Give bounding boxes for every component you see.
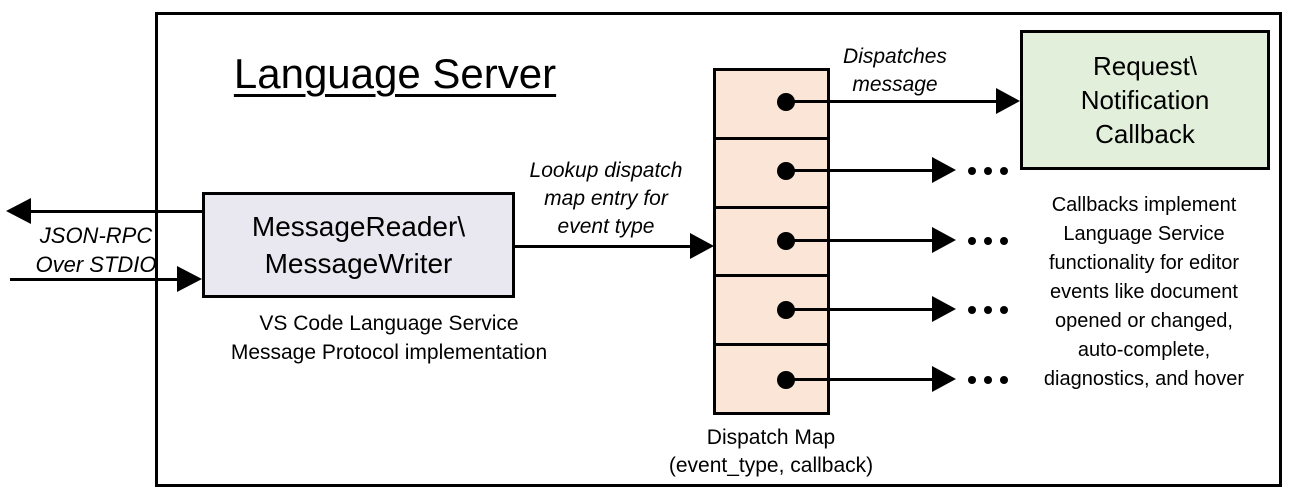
- diagram-title: Language Server: [233, 50, 557, 97]
- arrowhead-right-icon: [996, 88, 1020, 114]
- request-notification-callback-box: Request\ Notification Callback: [1020, 30, 1270, 170]
- lookup-dispatch-label: Lookup dispatch map entry for event type: [516, 157, 696, 241]
- callbacks-note-line3: functionality for editor: [1048, 252, 1240, 274]
- callback-box-line1: Request\: [1092, 51, 1198, 81]
- callbacks-note: Callbacks implement Language Service fun…: [1004, 191, 1284, 394]
- stdio-out-arrow-line: [24, 210, 202, 213]
- stdio-in-arrow-line: [10, 278, 178, 281]
- dispatch-map-caption: Dispatch Map (event_type, callback): [621, 424, 921, 480]
- dispatch-arrow-line: [786, 239, 934, 242]
- dispatch-map-cell: [716, 136, 827, 206]
- callbacks-note-line7: diagnostics, and hover: [1043, 368, 1245, 390]
- ellipsis-icon: [968, 376, 1008, 384]
- reader-box-line2: MessageWriter: [264, 248, 453, 279]
- stdio-label-line1: JSON-RPC: [39, 223, 153, 248]
- ellipsis-icon: [968, 237, 1008, 245]
- lookup-label-line3: event type: [557, 215, 655, 238]
- arrowhead-right-icon: [932, 366, 956, 392]
- dispatches-message-label: Dispatches message: [820, 43, 970, 99]
- arrowhead-right-icon: [932, 227, 956, 253]
- arrowhead-right-icon: [932, 157, 956, 183]
- callbacks-note-line1: Callbacks implement: [1051, 194, 1237, 216]
- dispatch-arrow-line: [786, 100, 998, 103]
- dispatch-arrow-line: [786, 378, 934, 381]
- callbacks-note-line2: Language Service: [1063, 223, 1225, 245]
- dispatch-map-cell: [716, 71, 827, 137]
- callback-box-line3: Callback: [1095, 119, 1195, 149]
- dispatch-arrow-line: [786, 169, 934, 172]
- dispatches-label-line1: Dispatches: [843, 45, 947, 68]
- dispatch-map-cell: [716, 343, 827, 412]
- arrowhead-right-icon: [690, 233, 714, 259]
- dispatch-arrow-line: [786, 308, 934, 311]
- dispatches-label-line2: message: [852, 73, 938, 96]
- callback-box-line2: Notification: [1080, 85, 1210, 115]
- stdio-label: JSON-RPC Over STDIO: [25, 221, 167, 279]
- callbacks-note-line6: auto-complete,: [1077, 339, 1211, 361]
- callbacks-note-line4: events like document: [1050, 281, 1238, 303]
- dispatch-map-cell: [716, 205, 827, 275]
- reader-box-caption: VS Code Language Service Message Protoco…: [198, 309, 580, 367]
- map-caption-line1: Dispatch Map: [706, 426, 836, 449]
- map-caption-line2: (event_type, callback): [668, 454, 874, 477]
- language-server-frame: [155, 12, 1282, 487]
- lookup-arrow-line: [515, 245, 692, 248]
- reader-caption-line1: VS Code Language Service: [259, 312, 519, 335]
- reader-box-line1: MessageReader\: [251, 211, 466, 242]
- lookup-label-line2: map entry for: [544, 187, 668, 210]
- message-reader-writer-box: MessageReader\ MessageWriter: [202, 192, 515, 298]
- callbacks-note-line5: opened or changed,: [1055, 310, 1233, 332]
- reader-caption-line2: Message Protocol implementation: [230, 341, 548, 364]
- ellipsis-icon: [968, 306, 1008, 314]
- dispatch-map-cell: [716, 274, 827, 343]
- arrowhead-right-icon: [177, 266, 202, 292]
- arrowhead-left-icon: [6, 198, 31, 224]
- stdio-label-line2: Over STDIO: [35, 252, 157, 277]
- arrowhead-right-icon: [932, 296, 956, 322]
- lookup-label-line1: Lookup dispatch: [529, 159, 683, 182]
- ellipsis-icon: [968, 167, 1008, 175]
